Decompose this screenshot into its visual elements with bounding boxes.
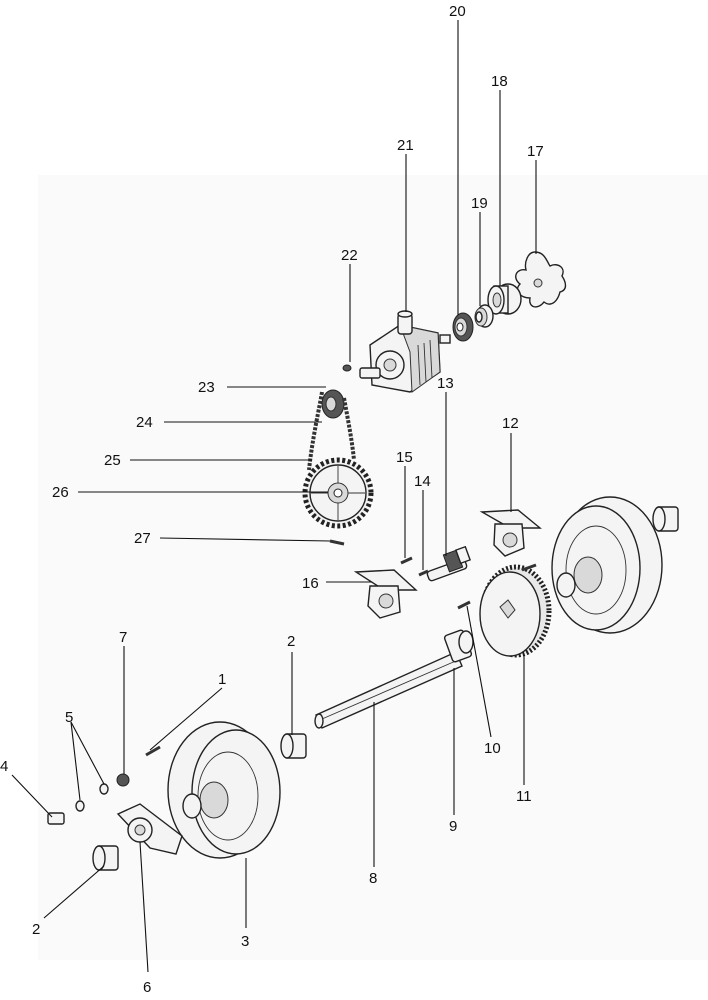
callout-15: 15 [396,449,413,466]
callout-labels: 1 2 2 3 4 5 6 7 8 9 10 11 12 13 14 15 16… [0,3,544,996]
part-25-large-sprocket [302,457,374,529]
callout-9: 9 [449,818,457,835]
part-7-nut [116,773,130,787]
callout-25: 25 [104,452,121,469]
callout-10: 10 [484,740,501,757]
callout-5: 5 [65,709,73,726]
part-1-pin [145,745,161,757]
callout-19: 19 [471,195,488,212]
part-10-pin [457,600,471,610]
leader-27 [159,537,331,542]
part-16-bearing-bracket [353,569,418,619]
part-17-star-knob [515,251,567,308]
part-23-small-sprocket [321,389,345,419]
callout-3: 3 [241,933,249,950]
callout-8: 8 [369,870,377,887]
part-3-left-wheel [167,721,281,859]
part-5-washer-a [75,800,85,812]
part-5-washer-b [99,783,109,795]
callout-24: 24 [136,414,153,431]
part-2-bushing-middle [280,733,307,759]
callout-13: 13 [437,375,454,392]
part-11-gear-wheel [479,564,552,658]
leader-6 [139,841,149,973]
leader-1 [149,687,223,751]
part-2-bushing-lower [92,845,119,871]
callout-17: 17 [527,143,544,160]
callout-16: 16 [302,575,319,592]
leader-lines [11,20,537,973]
leader-5a [70,721,81,801]
callout-6: 6 [143,979,151,996]
part-15-pin [400,556,413,565]
leader-5b [70,721,105,785]
part-19-spacer [474,304,494,328]
callout-1: 1 [218,671,226,688]
part-27-pin [329,539,345,546]
callout-14: 14 [414,473,431,490]
callout-4: 4 [0,758,8,775]
callout-21: 21 [397,137,414,154]
part-6-flange-bearing [116,803,183,855]
right-wheel [551,496,663,634]
part-4-bolt [47,812,65,825]
callout-2-lower: 2 [32,921,40,938]
part-9-axle-collar [443,629,474,663]
part-22-key [342,364,352,372]
part-12-bearing-bracket [479,509,542,557]
callout-23: 23 [198,379,215,396]
callout-27: 27 [134,530,151,547]
leader-10 [466,605,492,738]
callout-2-middle: 2 [287,633,295,650]
part-8-axle [314,651,463,729]
callout-18: 18 [491,73,508,90]
callout-26: 26 [52,484,69,501]
part-21-gearbox [359,310,451,393]
callout-12: 12 [502,415,519,432]
part-11-pin [521,563,537,572]
callout-20: 20 [449,3,466,20]
far-right-bushing [652,506,679,532]
part-20-bearing [452,312,474,342]
callout-22: 22 [341,247,358,264]
part-14-key [418,569,429,577]
callout-7: 7 [119,629,127,646]
callout-11: 11 [516,788,532,805]
leader-4 [11,774,53,818]
part-24-chain [307,391,356,471]
leader-2b [43,865,105,919]
part-13-pinion-shaft [426,545,471,582]
part-18-bushing [487,283,522,315]
